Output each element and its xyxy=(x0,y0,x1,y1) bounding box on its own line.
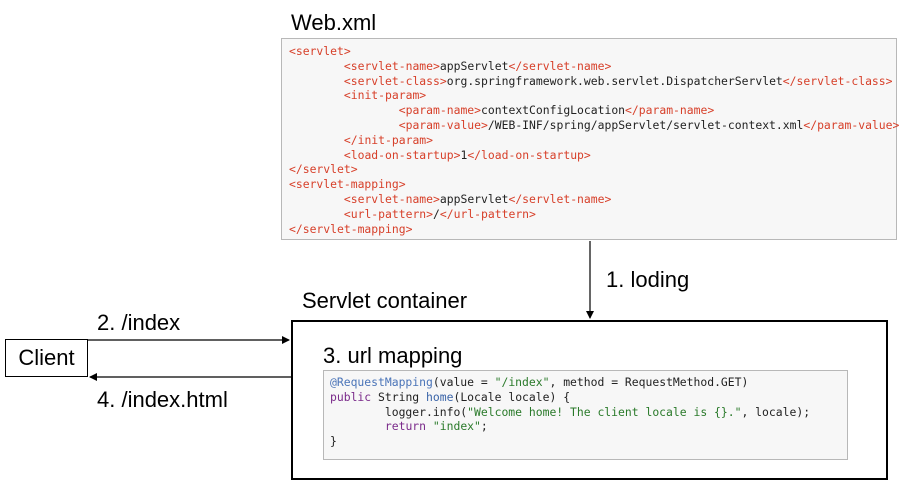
code-line: public String home(Locale locale) { xyxy=(330,390,847,405)
code-token: } xyxy=(330,434,337,449)
code-token: appServlet xyxy=(439,191,509,206)
request-label: 2. /index xyxy=(97,310,181,335)
code-token: String xyxy=(371,389,427,404)
code-token: <param-value> xyxy=(398,117,488,132)
code-token: </init-param> xyxy=(343,132,434,147)
code-token: logger.info( xyxy=(330,404,468,419)
code-token: </param-value> xyxy=(803,117,899,132)
code-token: "Welcome home! The client locale is {}." xyxy=(467,404,742,419)
controller-code-panel: @RequestMapping(value = "/index", method… xyxy=(323,370,848,460)
code-token: </load-on-startup> xyxy=(467,147,591,162)
code-line: logger.info("Welcome home! The client lo… xyxy=(330,405,847,420)
code-line: </init-param> xyxy=(289,133,896,148)
code-token: (value = xyxy=(432,375,495,389)
code-token: <servlet-name> xyxy=(343,58,440,73)
servlet-container-box xyxy=(291,320,888,480)
code-token: <load-on-startup> xyxy=(343,147,461,162)
code-token: appServlet xyxy=(439,58,509,73)
client-label: Client xyxy=(18,345,75,370)
code-token: <servlet> xyxy=(289,44,351,58)
code-token: </servlet> xyxy=(289,162,358,177)
code-token: contextConfigLocation xyxy=(481,103,626,118)
code-token: 1 xyxy=(460,147,468,162)
code-token: @RequestMapping xyxy=(330,375,433,389)
controller-code: @RequestMapping(value = "/index", method… xyxy=(324,371,847,449)
code-token: <init-param> xyxy=(343,88,427,103)
code-token: <servlet-name> xyxy=(343,191,440,206)
web-xml-code: <servlet> <servlet-name>appServlet</serv… xyxy=(282,39,899,237)
loading-label: 1. loding xyxy=(606,267,690,292)
code-token: return xyxy=(384,419,427,434)
code-line: <param-value>/WEB-INF/spring/appServlet/… xyxy=(289,117,899,133)
code-token: </url-pattern> xyxy=(439,206,536,221)
code-line: } xyxy=(330,434,847,449)
code-line: <servlet> xyxy=(289,44,896,59)
code-token: home xyxy=(426,389,454,404)
code-token: / xyxy=(433,206,440,221)
url-mapping-label: 3. url mapping xyxy=(323,343,463,368)
servlet-container-title: Servlet container xyxy=(302,288,468,313)
code-token: </param-name> xyxy=(625,103,715,118)
code-line: <init-param> xyxy=(289,88,896,103)
code-token: "index" xyxy=(432,419,481,434)
web-xml-code-panel: <servlet> <servlet-name>appServlet</serv… xyxy=(281,38,899,240)
code-token: </servlet-mapping> xyxy=(289,221,413,236)
code-token: <servlet-class> xyxy=(343,73,447,88)
code-token: <param-name> xyxy=(398,103,482,118)
code-token: <url-pattern> xyxy=(343,206,434,221)
code-line: <servlet-name>appServlet</servlet-name> xyxy=(289,192,896,207)
code-line: return "index"; xyxy=(330,419,847,434)
code-line: @RequestMapping(value = "/index", method… xyxy=(330,375,847,390)
web-xml-title: Web.xml xyxy=(291,10,377,35)
code-token: , locale); xyxy=(741,404,811,419)
client-box: Client xyxy=(5,339,88,377)
code-token: <servlet-mapping> xyxy=(289,177,406,192)
code-token: public xyxy=(330,389,372,404)
code-token: ; xyxy=(480,419,488,434)
code-token: , method = RequestMethod.GET) xyxy=(549,375,749,389)
code-token: (Locale locale) { xyxy=(453,389,571,404)
code-token: </servlet-name> xyxy=(508,58,612,73)
code-token: /WEB-INF/spring/appServlet/servlet-conte… xyxy=(487,117,804,132)
code-token: org.springframework.web.servlet.Dispatch… xyxy=(446,73,783,88)
code-line: <servlet-mapping> xyxy=(289,177,896,192)
code-line: <servlet-class>org.springframework.web.s… xyxy=(289,74,896,89)
code-line: <param-name>contextConfigLocation</param… xyxy=(289,103,896,118)
code-line: <url-pattern>/</url-pattern> xyxy=(289,207,896,222)
response-label: 4. /index.html xyxy=(97,387,228,412)
code-line: </servlet-mapping> xyxy=(289,222,896,237)
code-token: "/index" xyxy=(494,375,550,389)
code-line: <servlet-name>appServlet</servlet-name> xyxy=(289,59,896,74)
code-line: </servlet> xyxy=(289,162,896,177)
code-token: </servlet-name> xyxy=(508,191,612,206)
code-line: <load-on-startup>1</load-on-startup> xyxy=(289,148,896,163)
code-token: </servlet-class> xyxy=(782,73,893,88)
